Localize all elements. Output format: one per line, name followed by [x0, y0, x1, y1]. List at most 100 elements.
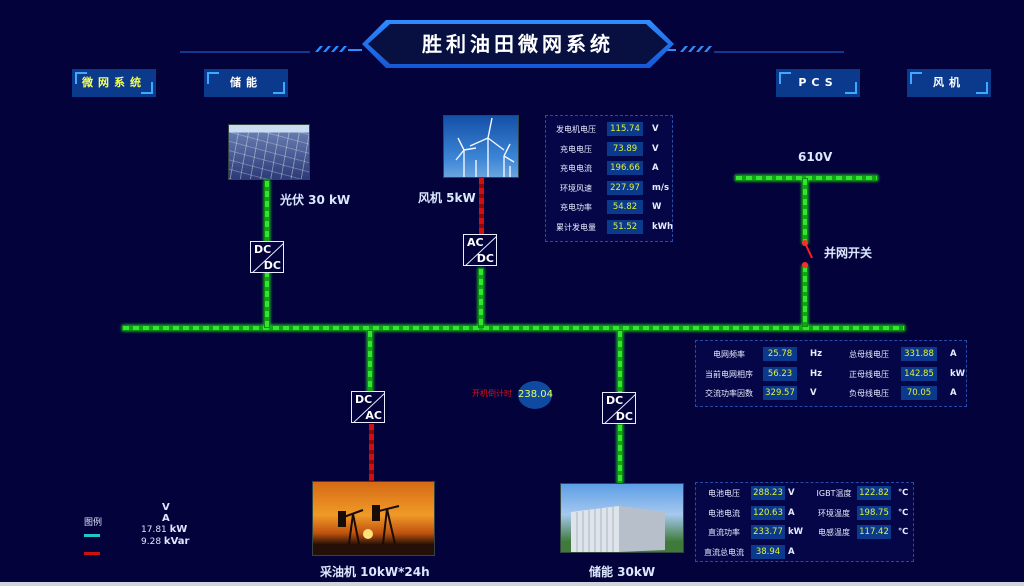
- legend-row-current: A: [162, 513, 170, 524]
- data-label: 电网频率: [713, 350, 745, 359]
- data-value: 227.97: [607, 180, 643, 195]
- data-unit: W: [652, 202, 662, 212]
- legend-unit: kW: [169, 524, 188, 535]
- grid-voltage-label: 610V: [798, 150, 833, 164]
- grid-switch-icon[interactable]: [796, 238, 816, 270]
- pumpjack-ac-line: [369, 424, 374, 482]
- data-label: 发电机电压: [556, 125, 596, 134]
- legend-row-power: 17.81 kW: [141, 524, 187, 535]
- data-value: 25.78: [763, 347, 797, 361]
- data-value: 51.52: [607, 219, 643, 234]
- data-value: 288.23: [751, 486, 785, 500]
- data-unit: A: [788, 507, 795, 518]
- nav-pcs-button[interactable]: PCS: [776, 69, 860, 97]
- nav-storage-button[interactable]: 储能: [204, 69, 288, 97]
- countdown-value: 238.04: [518, 381, 553, 409]
- nav-microgrid-button[interactable]: 微网系统: [72, 69, 156, 97]
- data-label: 环境温度: [818, 508, 850, 518]
- data-value: 38.94: [751, 544, 785, 559]
- grid-switch-label: 并网开关: [824, 246, 873, 260]
- solar-panel-image: [228, 124, 310, 180]
- legend-unit: V: [162, 502, 170, 513]
- converter-output-type: DC: [615, 410, 633, 423]
- converter-input-type: DC: [254, 243, 272, 256]
- data-unit: A: [950, 388, 957, 398]
- grid-upper-line: [802, 178, 808, 244]
- data-unit: V: [652, 143, 659, 154]
- nav-wind-turbine-button[interactable]: 风机: [907, 69, 991, 97]
- data-unit: ℃: [898, 507, 909, 518]
- wind-dc-line: [478, 268, 484, 328]
- countdown-label: 开机倒计时: [472, 389, 512, 398]
- data-label: 负母线电压: [849, 389, 889, 398]
- wind-ac-line: [479, 178, 484, 238]
- data-value: 233.77: [751, 525, 785, 539]
- legend-value: 9.28: [141, 537, 162, 547]
- data-unit: kW: [950, 368, 966, 379]
- data-value: 198.75: [857, 505, 891, 520]
- solar-label: 光伏 30 kW: [280, 193, 351, 207]
- pumpjack-dc-line: [367, 330, 373, 395]
- data-label: 充电电压: [560, 144, 592, 154]
- data-value: 56.23: [763, 366, 797, 381]
- data-unit: ℃: [898, 527, 909, 537]
- data-label: 直流功率: [708, 528, 740, 537]
- data-value: 120.63: [751, 505, 785, 520]
- data-value: 115.74: [607, 122, 643, 136]
- pumpjack-image: [312, 481, 435, 556]
- bottom-scrollbar[interactable]: [0, 582, 1024, 586]
- wind-ac-dc-converter: AC DC: [463, 234, 497, 266]
- storage-dc-line-upper: [617, 330, 623, 395]
- data-unit: m/s: [652, 182, 670, 193]
- data-label: 电池电流: [708, 508, 740, 518]
- wind-label: 风机 5kW: [418, 191, 476, 205]
- legend-unit: kVar: [163, 536, 190, 547]
- data-unit: ℃: [898, 488, 909, 498]
- data-unit: A: [950, 349, 957, 359]
- data-label: 直流总电流: [704, 547, 744, 557]
- data-value: 54.82: [607, 200, 643, 214]
- legend-value: 17.81: [141, 525, 167, 535]
- page-title: 胜利油田微网系统: [422, 32, 614, 56]
- converter-output-type: DC: [263, 259, 281, 272]
- data-unit: V: [652, 124, 659, 134]
- title-panel: [368, 24, 668, 64]
- data-value: 142.85: [901, 366, 937, 381]
- data-value: 73.89: [607, 141, 643, 156]
- wind-turbine-image: [443, 115, 519, 178]
- data-label: 环境风速: [560, 183, 592, 193]
- converter-output-type: AC: [365, 409, 382, 422]
- data-label: 交流功率因数: [705, 389, 753, 398]
- data-label: 正母线电压: [849, 369, 889, 379]
- data-value: 329.57: [763, 386, 797, 400]
- storage-dc-line-lower: [617, 424, 623, 484]
- converter-input-type: AC: [467, 236, 484, 249]
- legend-row-voltage: V: [162, 502, 170, 513]
- converter-input-type: DC: [606, 394, 624, 407]
- data-unit: kWh: [652, 221, 674, 232]
- pumpjack-label: 采油机 10kW*24h: [320, 565, 430, 579]
- storage-label: 储能 30kW: [589, 565, 656, 579]
- data-label: 电池电压: [708, 489, 740, 498]
- legend-unit: A: [162, 513, 170, 524]
- data-label: 当前电网相序: [705, 369, 753, 379]
- data-label: 电感温度: [818, 528, 850, 537]
- legend-ac-swatch: [84, 552, 100, 555]
- data-label: 充电电流: [560, 164, 592, 173]
- data-value: 122.82: [857, 486, 891, 500]
- data-unit: kW: [788, 527, 804, 537]
- legend-dc-swatch: [84, 534, 100, 537]
- pumpjack-dc-ac-converter: DC AC: [351, 391, 385, 423]
- data-label: 充电功率: [560, 203, 592, 212]
- data-unit: A: [652, 163, 659, 173]
- data-unit: V: [788, 488, 795, 498]
- storage-container-image: [560, 483, 684, 553]
- data-value: 70.05: [901, 386, 937, 400]
- data-label: 累计发电量: [556, 222, 596, 232]
- data-value: 331.88: [901, 347, 937, 361]
- data-value: 117.42: [857, 525, 891, 539]
- data-label: 总母线电压: [849, 350, 889, 359]
- solar-dc-dc-converter: DC DC: [250, 241, 284, 273]
- legend-title: 图例: [84, 518, 103, 528]
- data-value: 196.66: [607, 161, 643, 175]
